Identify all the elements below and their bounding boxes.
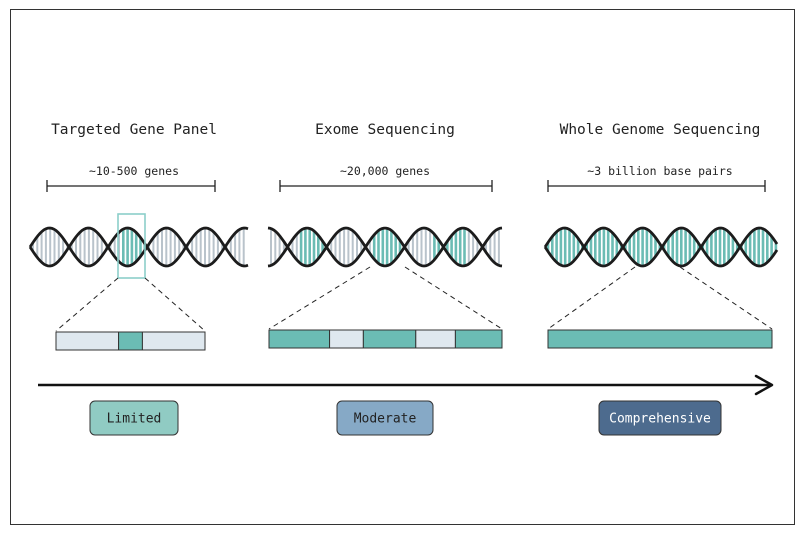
badge-label: Comprehensive: [609, 412, 711, 427]
dna-helix: [267, 226, 503, 268]
zoom-line-left: [547, 266, 636, 330]
sequenced-segment: [547, 329, 773, 349]
zoom-line-left: [55, 277, 119, 332]
zoom-line-right: [679, 266, 773, 330]
panel-title: Targeted Gene Panel: [51, 122, 217, 138]
sequenced-segment: [362, 329, 417, 349]
dna-strand-a: [267, 226, 503, 268]
zoom-line-left: [268, 266, 371, 330]
scope-badge: Limited: [89, 400, 179, 436]
panel-title: Whole Genome Sequencing: [560, 122, 761, 138]
panel-2: Exome Sequencing ~20,000 genes: [267, 122, 503, 349]
panel-1: Targeted Gene Panel ~10-500 genes: [28, 122, 249, 351]
unsequenced-segment: [329, 329, 364, 349]
coverage-bar: [55, 331, 206, 351]
dna-helix: [543, 226, 779, 268]
sequenced-segment: [118, 331, 143, 351]
scope-count-label: ~10-500 genes: [89, 164, 179, 178]
scope-bracket: [547, 180, 766, 192]
scope-count-label: ~3 billion base pairs: [587, 164, 732, 178]
dna-strand-a: [28, 226, 249, 268]
dna-strand-b: [267, 226, 503, 268]
scope-badge: Comprehensive: [598, 400, 722, 436]
figure-frame: [10, 9, 795, 525]
zoom-line-right: [144, 277, 206, 332]
zoom-window: [117, 213, 146, 279]
scope-count-label: ~20,000 genes: [340, 164, 430, 178]
unsequenced-segment: [415, 329, 456, 349]
zoom-line-right: [404, 266, 503, 330]
sequenced-segment: [268, 329, 331, 349]
dna-strand-b: [28, 226, 249, 268]
dna-strand-b: [543, 226, 779, 268]
badge-label: Limited: [107, 412, 162, 427]
badge-label: Moderate: [354, 412, 417, 427]
coverage-bar: [268, 329, 503, 349]
panel-3: Whole Genome Sequencing ~3 billion base p…: [543, 122, 779, 349]
scope-badge: Moderate: [336, 400, 434, 436]
coverage-bar: [547, 329, 773, 349]
sequenced-segment: [454, 329, 503, 349]
panel-title: Exome Sequencing: [315, 122, 455, 138]
scope-bracket: [46, 180, 216, 192]
scope-bracket: [279, 180, 493, 192]
unsequenced-segment: [141, 331, 206, 351]
unsequenced-segment: [55, 331, 120, 351]
scope-arrow: [38, 374, 774, 396]
dna-helix: [28, 226, 249, 268]
